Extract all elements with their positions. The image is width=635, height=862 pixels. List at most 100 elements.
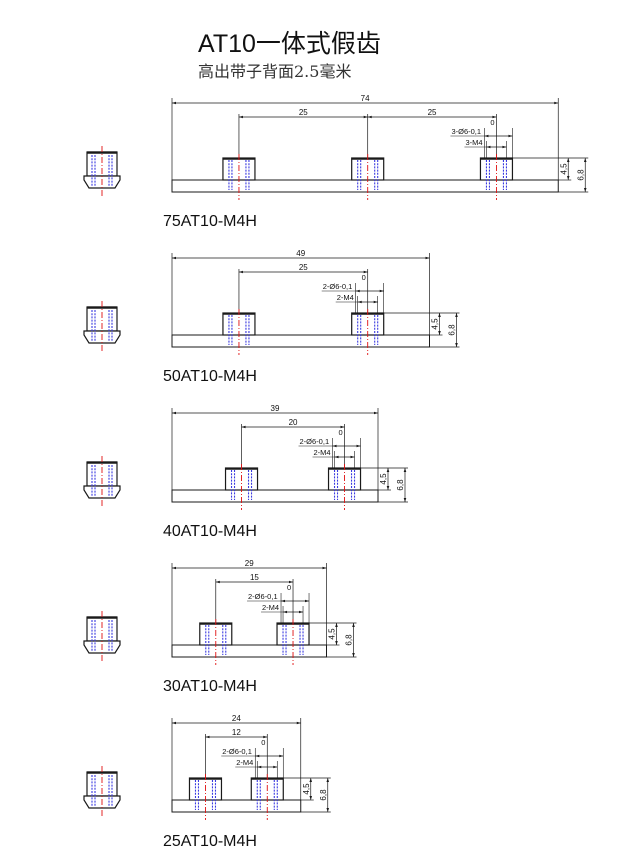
- hole-dimension-arrow-left: [355, 289, 360, 293]
- thread-dimension-arrow-right: [350, 455, 355, 459]
- total-length-label: 74: [361, 94, 370, 103]
- tooth-height-label: 4,5: [559, 163, 568, 175]
- hole-label: 2-Ø6-0,1: [323, 282, 353, 291]
- total-height-dimension-arrow-top: [352, 623, 355, 627]
- part-name-label: 30AT10-M4H: [163, 678, 257, 695]
- total-height-label: 6,8: [319, 789, 328, 801]
- tooth-3: [479, 154, 514, 200]
- total-height-label: 6,8: [576, 169, 585, 181]
- tooth-1: [222, 154, 256, 200]
- total-height-label: 6,8: [345, 634, 354, 646]
- hole-dimension-arrow-left: [255, 754, 260, 758]
- total-height-dimension-arrow-top: [403, 468, 407, 472]
- side-view-2: [83, 301, 121, 351]
- hole-dimension-arrow-right: [508, 134, 513, 138]
- pitch-label: 20: [289, 418, 298, 427]
- side-view-4: [83, 611, 121, 661]
- tooth-2: [351, 309, 385, 355]
- pitch-dimension-arrow-right: [263, 735, 268, 739]
- side-view-5: [83, 766, 121, 816]
- tooth-height-dimension-arrow-top: [335, 623, 338, 627]
- total-length-dimension-arrow-left: [172, 721, 176, 725]
- hole-label: 2-Ø6-0,1: [300, 437, 330, 446]
- tooth-height-label: 4,5: [379, 473, 388, 485]
- pitch-dimension-arrow-left: [238, 115, 243, 119]
- total-length-dimension-arrow-right: [374, 411, 378, 415]
- tooth-height-dimension-arrow-top: [386, 468, 390, 472]
- total-length-dimension-arrow-left: [172, 411, 176, 415]
- thread-dimension-arrow-left: [257, 765, 262, 769]
- part-name-label: 50AT10-M4H: [163, 368, 257, 385]
- tooth-1: [188, 774, 223, 820]
- hole-dimension-arrow-right: [305, 599, 310, 603]
- pitch-label: 25: [299, 263, 308, 272]
- tooth-height-dimension-arrow-bottom: [335, 641, 338, 645]
- tooth-2: [351, 154, 385, 200]
- pitch-label: 12: [232, 728, 241, 737]
- tooth-height-dimension-arrow-bottom: [438, 331, 441, 335]
- total-height-dimension-arrow-bottom: [352, 653, 355, 657]
- part-name-label: 75AT10-M4H: [163, 213, 257, 230]
- base-strip: [171, 179, 559, 193]
- total-length-label: 24: [232, 714, 241, 723]
- tooth-1: [199, 619, 233, 665]
- tolerance-label: 0: [362, 273, 366, 282]
- thread-dimension-arrow-right: [502, 145, 507, 149]
- total-length-label: 39: [271, 404, 280, 413]
- hole-dimension-arrow-left: [484, 134, 489, 138]
- pitch-dimension-arrow-right: [492, 115, 497, 119]
- total-height-dimension-arrow-bottom: [326, 808, 330, 812]
- hole-dimension-arrow-left: [281, 599, 286, 603]
- thread-dimension-arrow-left: [334, 455, 339, 459]
- tooth-1: [224, 464, 259, 510]
- tooth-height-label: 4,5: [302, 783, 311, 795]
- thread-label: 2-M4: [337, 293, 354, 302]
- thread-dimension-arrow-left: [357, 300, 362, 304]
- thread-dimension-arrow-left: [283, 610, 288, 614]
- total-length-label: 29: [245, 559, 254, 568]
- total-height-dimension-arrow-top: [583, 158, 587, 162]
- drawing-subtitle: 高出带子背面2.5毫米: [198, 62, 352, 81]
- drawing-title: AT10一体式假齿: [198, 30, 381, 58]
- tooth-height-dimension-arrow-top: [438, 313, 441, 317]
- total-height-label: 6,8: [396, 479, 405, 491]
- total-length-dimension-arrow-left: [172, 566, 176, 570]
- pitch-label: 25: [428, 108, 437, 117]
- side-view-1: [83, 146, 121, 196]
- tooth-height-dimension-arrow-bottom: [566, 176, 570, 180]
- tooth-2: [250, 774, 284, 820]
- thread-dimension-arrow-right: [373, 300, 378, 304]
- total-height-label: 6,8: [448, 324, 457, 336]
- total-height-dimension-arrow-bottom: [403, 498, 407, 502]
- total-height-dimension-arrow-top: [326, 778, 330, 782]
- total-length-dimension-arrow-right: [322, 566, 327, 570]
- tooth-height-dimension-arrow-bottom: [309, 796, 313, 800]
- side-view-3: [83, 456, 121, 506]
- pitch-dimension-arrow-right: [363, 270, 368, 274]
- hole-dimension-arrow-left: [332, 444, 337, 448]
- thread-dimension-arrow-right: [273, 765, 278, 769]
- tolerance-label: 0: [338, 428, 342, 437]
- thread-dimension-arrow-right: [299, 610, 304, 614]
- tooth-height-label: 4,5: [431, 318, 440, 330]
- total-height-dimension-arrow-bottom: [455, 343, 458, 347]
- thread-label: 2-M4: [314, 448, 331, 457]
- total-length-dimension-arrow-right: [296, 721, 301, 725]
- total-length-dimension-arrow-right: [554, 101, 559, 105]
- pitch-dimension-arrow-right: [289, 580, 294, 584]
- base-strip: [171, 489, 379, 503]
- pitch-dimension-arrow-right: [340, 425, 345, 429]
- tooth-height-dimension-arrow-top: [309, 778, 313, 782]
- tooth-1: [222, 309, 256, 355]
- tolerance-label: 0: [287, 583, 291, 592]
- base-strip: [171, 799, 302, 813]
- total-height-dimension-arrow-top: [455, 313, 458, 317]
- thread-label: 2-M4: [262, 603, 279, 612]
- hole-dimension-arrow-right: [379, 289, 384, 293]
- pitch-label: 25: [299, 108, 308, 117]
- pitch-dimension-arrow-left: [241, 425, 246, 429]
- hole-dimension-arrow-right: [356, 444, 361, 448]
